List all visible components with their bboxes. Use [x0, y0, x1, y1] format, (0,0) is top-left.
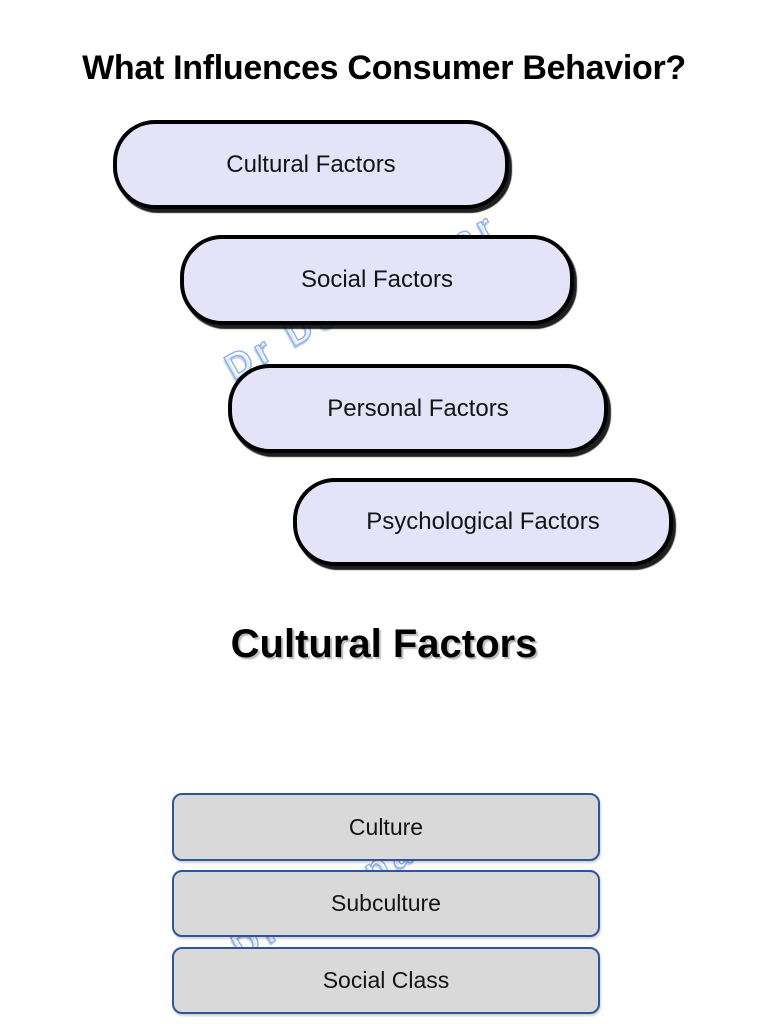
- box-subculture: Subculture: [172, 870, 600, 937]
- slide-title: What Influences Consumer Behavior?: [82, 49, 686, 87]
- pill-personal-factors: Personal Factors: [228, 364, 608, 453]
- pill-psychological-factors: Psychological Factors: [293, 478, 673, 566]
- section-heading-cultural-factors: Cultural Factors: [230, 622, 538, 666]
- box-social-class: Social Class: [172, 947, 600, 1014]
- pill-label: Psychological Factors: [366, 508, 600, 535]
- box-label: Social Class: [322, 967, 450, 993]
- box-label: Subculture: [331, 890, 441, 916]
- pill-label: Social Factors: [300, 266, 454, 293]
- pill-label: Personal Factors: [327, 394, 509, 422]
- pill-social-factors: Social Factors: [180, 235, 574, 325]
- pill-label: Cultural Factors: [226, 150, 396, 178]
- box-culture: Culture: [172, 793, 600, 861]
- box-label: Culture: [348, 813, 424, 840]
- pill-cultural-factors: Cultural Factors: [113, 120, 509, 209]
